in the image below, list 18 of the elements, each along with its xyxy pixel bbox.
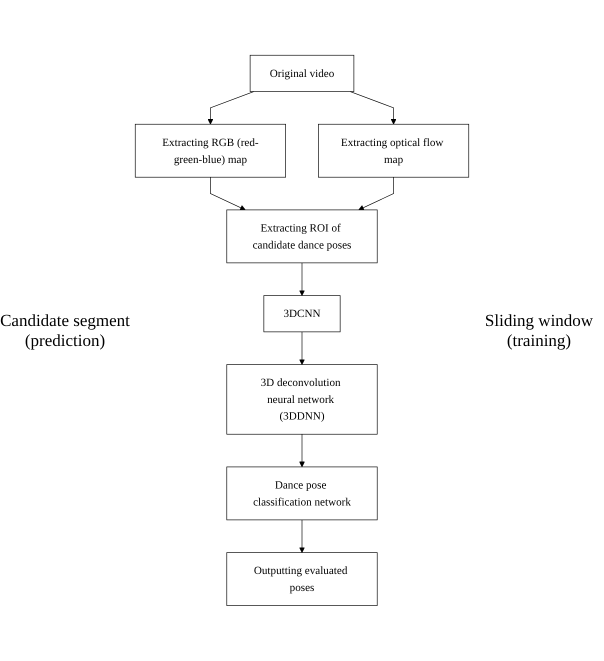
arrow [299, 520, 305, 553]
side-label: Candidate segment (prediction) [0, 310, 130, 350]
arrow [299, 262, 305, 296]
node-box: Dance pose classification network [226, 466, 378, 520]
node-box: Original video [250, 55, 354, 92]
node-box: Extracting optical flow map [318, 124, 470, 178]
node-box: Outputting evaluated poses [226, 552, 378, 606]
side-label: Sliding window (training) [484, 310, 594, 350]
arrow [350, 91, 396, 125]
arrow [358, 176, 394, 210]
arrow [210, 176, 246, 210]
node-box: 3D deconvolution neural network (3DDNN) [226, 364, 378, 435]
node-box: 3DCNN [264, 295, 340, 332]
node-box: Extracting RGB (red-green-blue) map [134, 124, 286, 178]
arrow [299, 332, 305, 365]
arrow [299, 434, 305, 468]
arrow [208, 91, 254, 125]
node-box: Extracting ROI of candidate dance poses [226, 210, 378, 264]
